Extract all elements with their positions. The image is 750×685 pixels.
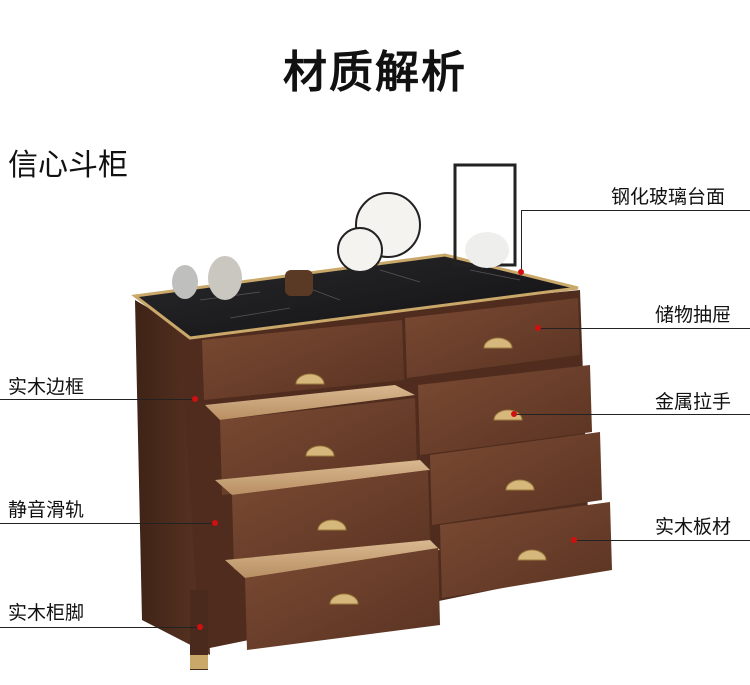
page-title: 材质解析 [283,47,467,98]
round-fan-small [337,227,383,273]
marker-solid-wood-leg [197,624,203,630]
leader-metal-handle [514,414,750,415]
marker-solid-wood-panel [571,537,577,543]
marker-glass-top [518,269,524,275]
leg-brass-cap [190,655,208,669]
drawer-r4-interior [225,540,440,578]
handle-8 [517,549,547,561]
callout-solid-wood-panel: 实木板材 [655,516,732,538]
handle-3 [305,445,335,457]
callout-solid-wood-leg: 实木柜脚 [8,602,85,624]
vase-1 [172,265,198,299]
leader-solid-wood-frame [0,399,195,400]
callout-silent-slide: 静音滑轨 [8,499,85,521]
handle-6 [505,479,535,491]
callout-storage-drawer: 储物抽屉 [655,304,732,326]
drawer-r1-right [405,298,580,378]
callout-solid-wood-frame: 实木边框 [8,376,85,398]
vase-2 [208,256,242,300]
leader-solid-wood-panel [574,540,750,541]
handle-2 [483,337,513,349]
marker-silent-slide [212,520,218,526]
leader-glass-top-drop [521,210,522,272]
leader-solid-wood-leg [0,627,200,628]
leader-storage-drawer [538,328,750,329]
front-leg [190,590,208,670]
marker-storage-drawer [535,325,541,331]
marker-solid-wood-frame [192,396,198,402]
drawer-r3-interior [215,460,430,495]
drawer-r3-right [430,432,602,525]
handle-1 [295,373,325,385]
marker-metal-handle [511,411,517,417]
callout-glass-top: 钢化玻璃台面 [611,186,726,208]
drawer-r2-interior [205,385,415,420]
drawer-r1-left [202,320,404,400]
product-name: 信心斗柜 [8,148,128,183]
marble-top [131,253,579,340]
incense-jar [285,270,313,296]
leader-silent-slide [0,523,215,524]
leader-glass-top [521,210,750,211]
handle-5 [317,519,347,531]
handle-7 [329,593,359,605]
drawer-r4-right [440,502,612,598]
white-stone [465,232,509,268]
callout-metal-handle: 金属拉手 [655,391,732,413]
